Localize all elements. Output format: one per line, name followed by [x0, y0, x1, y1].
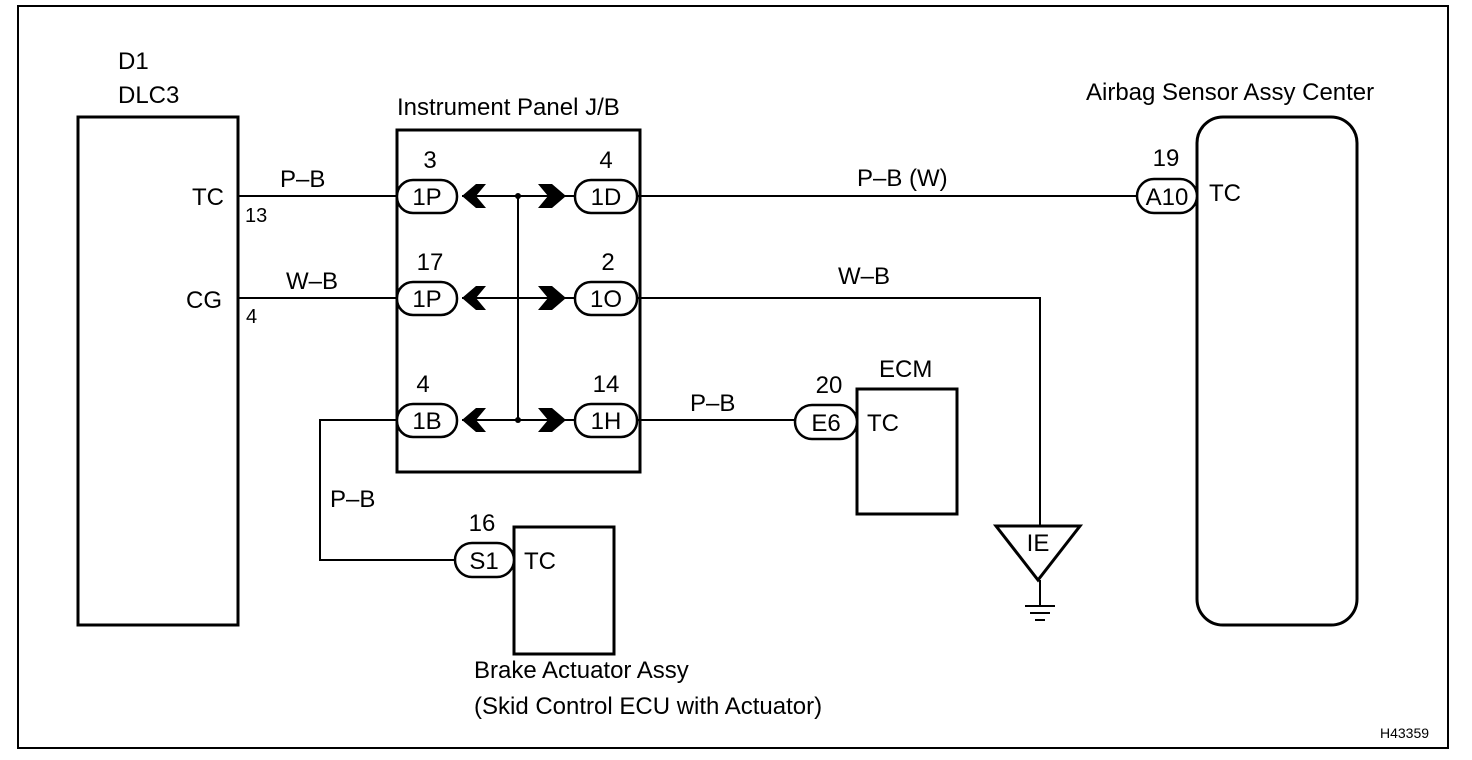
connector-e6-pin: 20	[816, 372, 843, 399]
brake-title: Brake Actuator Assy	[474, 657, 689, 684]
connector-1b-pin: 4	[416, 371, 429, 398]
dlc3-box	[76, 115, 240, 627]
wire-brake	[319, 419, 455, 561]
connector-1p-b	[395, 280, 459, 317]
wire-ground	[637, 297, 1041, 526]
connector-1p-b-pin: 17	[417, 249, 444, 276]
dlc3-cg-pin: 4	[246, 306, 257, 328]
brake-box	[512, 525, 616, 656]
connector-a10	[1135, 177, 1199, 215]
terminal-female-icon	[462, 184, 486, 208]
connector-s1-pin: 16	[469, 510, 496, 537]
junction-box-title: Instrument Panel J/B	[397, 94, 620, 121]
connector-1b-code: 1B	[412, 408, 441, 435]
terminal-male-icon	[538, 286, 566, 310]
ecm-title: ECM	[879, 356, 932, 383]
dlc3-name: DLC3	[118, 82, 179, 109]
ground-point-icon	[992, 524, 1084, 583]
connector-1p-a-code: 1P	[412, 184, 441, 211]
connector-1h-code: 1H	[591, 408, 622, 435]
jb-splice-1	[515, 193, 521, 199]
wire-brake-color: P–B	[330, 486, 375, 513]
wire-ground-color: W–B	[838, 263, 890, 290]
connector-1o-code: 1O	[590, 286, 622, 313]
airbag-box	[1195, 115, 1359, 627]
brake-subtitle: (Skid Control ECU with Actuator)	[474, 693, 822, 720]
dlc3-cg-terminal: CG	[186, 287, 222, 314]
dlc3-tc-terminal: TC	[192, 184, 224, 211]
ground-label: IE	[1027, 530, 1050, 557]
connector-1p-a	[395, 178, 459, 215]
airbag-terminal: TC	[1209, 180, 1241, 207]
connector-1p-a-pin: 3	[423, 147, 436, 174]
connector-1d-code: 1D	[591, 184, 622, 211]
wire-tc-dlc-color: P–B	[280, 166, 325, 193]
connector-a10-code: A10	[1146, 184, 1189, 211]
dlc3-tc-pin: 13	[245, 205, 267, 227]
connector-s1	[453, 541, 516, 579]
terminal-female-icon	[462, 408, 486, 432]
connector-e6	[793, 403, 859, 441]
jb-splice-2	[515, 417, 521, 423]
airbag-title: Airbag Sensor Assy Center	[1086, 79, 1374, 106]
connector-1d-pin: 4	[599, 147, 612, 174]
brake-terminal: TC	[524, 548, 556, 575]
ecm-terminal: TC	[867, 410, 899, 437]
connector-s1-code: S1	[469, 548, 498, 575]
connector-1p-b-code: 1P	[412, 286, 441, 313]
wire-cg-dlc-color: W–B	[286, 268, 338, 295]
terminal-female-icon	[462, 286, 486, 310]
terminal-male-icon	[538, 184, 566, 208]
wire-airbag-color: P–B (W)	[857, 165, 948, 192]
terminal-male-icon	[538, 408, 566, 432]
wire-ecm-color: P–B	[690, 390, 735, 417]
diagram-frame	[17, 5, 1449, 749]
figure-id: H43359	[1380, 725, 1429, 741]
connector-a10-pin: 19	[1153, 145, 1180, 172]
connector-1h-pin: 14	[593, 371, 620, 398]
connector-e6-code: E6	[811, 410, 840, 437]
connector-1o-pin: 2	[601, 249, 614, 276]
dlc3-id: D1	[118, 48, 149, 75]
ecm-box	[855, 387, 959, 516]
